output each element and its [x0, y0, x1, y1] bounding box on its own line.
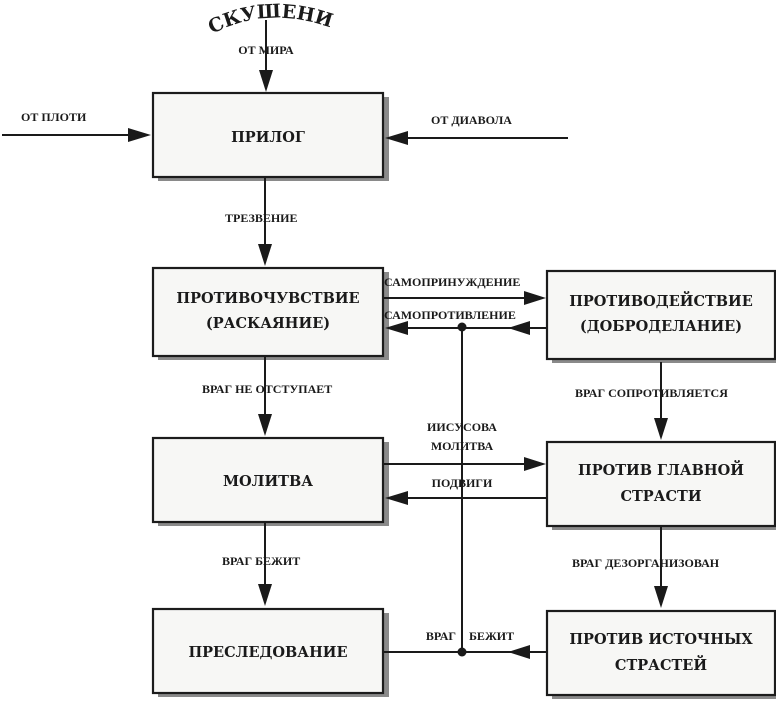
label-vrag-bezhit: ВРАГ БЕЖИТ — [222, 554, 300, 568]
box-protiv-glavnoy-line1: ПРОТИВ ГЛАВНОЙ — [578, 460, 744, 479]
arrow-from-devil — [385, 131, 568, 145]
box-protiv-istochnykh: ПРОТИВ ИСТОЧНЫХ СТРАСТЕЙ — [545, 609, 776, 699]
box-protiv-istochnykh-line1: ПРОТИВ ИСТОЧНЫХ — [569, 631, 753, 648]
box-protivochuvstvie-line2: (РАСКАЯНИЕ) — [206, 315, 330, 332]
label-from-world: ОТ МИРА — [238, 43, 294, 57]
arrow-vrag-bezhit — [258, 523, 272, 606]
diagram-title: ИСКУШЕНИЯ — [0, 0, 335, 38]
label-from-devil: ОТ ДИАВОЛА — [431, 113, 512, 127]
label-samoprinuzhdenie: САМОПРИНУЖДЕНИЕ — [384, 275, 520, 289]
label-vrag-dezorganizovan: ВРАГ ДЕЗОРГАНИЗОВАН — [572, 556, 720, 570]
box-protivodeystvie: ПРОТИВОДЕЙСТВИЕ (ДОБРОДЕЛАНИЕ) — [545, 269, 776, 363]
junction-dot-top — [457, 322, 467, 332]
arrow-iisusova-molitva — [384, 457, 546, 471]
label-vrag-bezhit-bottom-a: ВРАГ — [426, 629, 456, 643]
box-protiv-istochnykh-line2: СТРАСТЕЙ — [615, 655, 707, 674]
label-samoprotivlenie: САМОПРОТИВЛЕНИЕ — [384, 308, 516, 322]
box-presledovanie-label: ПРЕСЛЕДОВАНИЕ — [188, 644, 347, 661]
arrow-samoprinuzhdenie — [384, 291, 546, 305]
box-protivodeystvie-line2: (ДОБРОДЕЛАНИЕ) — [580, 318, 742, 335]
label-podvigi: ПОДВИГИ — [432, 476, 493, 490]
box-protiv-glavnoy: ПРОТИВ ГЛАВНОЙ СТРАСТИ — [545, 440, 776, 530]
box-presledovanie: ПРЕСЛЕДОВАНИЕ — [151, 607, 389, 697]
box-protivochuvstvie-line1: ПРОТИВОЧУВСТВИЕ — [176, 290, 359, 307]
label-iisusova-line1: ИИСУСОВА — [427, 420, 497, 434]
box-protivodeystvie-line1: ПРОТИВОДЕЙСТВИЕ — [569, 291, 753, 310]
arrow-vrag-dezorganizovan — [654, 527, 668, 608]
label-from-flesh: ОТ ПЛОТИ — [21, 110, 87, 124]
arrow-samoprotivlenie — [385, 321, 546, 335]
arrow-vrag-ne-otstupaet — [258, 357, 272, 436]
box-protiv-glavnoy-line2: СТРАСТИ — [620, 488, 701, 505]
arrow-from-flesh — [2, 128, 151, 142]
label-vrag-bezhit-bottom-b: БЕЖИТ — [469, 629, 514, 643]
label-iisusova-line2: МОЛИТВА — [431, 439, 494, 453]
label-vrag-ne-otstupaet: ВРАГ НЕ ОТСТУПАЕТ — [202, 382, 332, 396]
box-prilog-label: ПРИЛОГ — [231, 129, 305, 146]
label-trezvenie: ТРЕЗВЕНИЕ — [225, 211, 298, 225]
arrow-trezvenie — [258, 178, 272, 266]
box-molitva: МОЛИТВА — [151, 436, 389, 526]
box-molitva-label: МОЛИТВА — [223, 473, 313, 490]
arrow-vrag-soprotivlyaetsya — [654, 362, 668, 440]
arrow-from-world — [259, 20, 273, 92]
label-vrag-soprotivlyaetsya: ВРАГ СОПРОТИВЛЯЕТСЯ — [575, 386, 728, 400]
box-prilog: ПРИЛОГ — [151, 91, 389, 181]
arrow-podvigi — [385, 491, 546, 505]
arrow-vrag-bezhit-bottom — [384, 645, 546, 659]
box-protivochuvstvie: ПРОТИВОЧУВСТВИЕ (РАСКАЯНИЕ) — [151, 266, 389, 360]
